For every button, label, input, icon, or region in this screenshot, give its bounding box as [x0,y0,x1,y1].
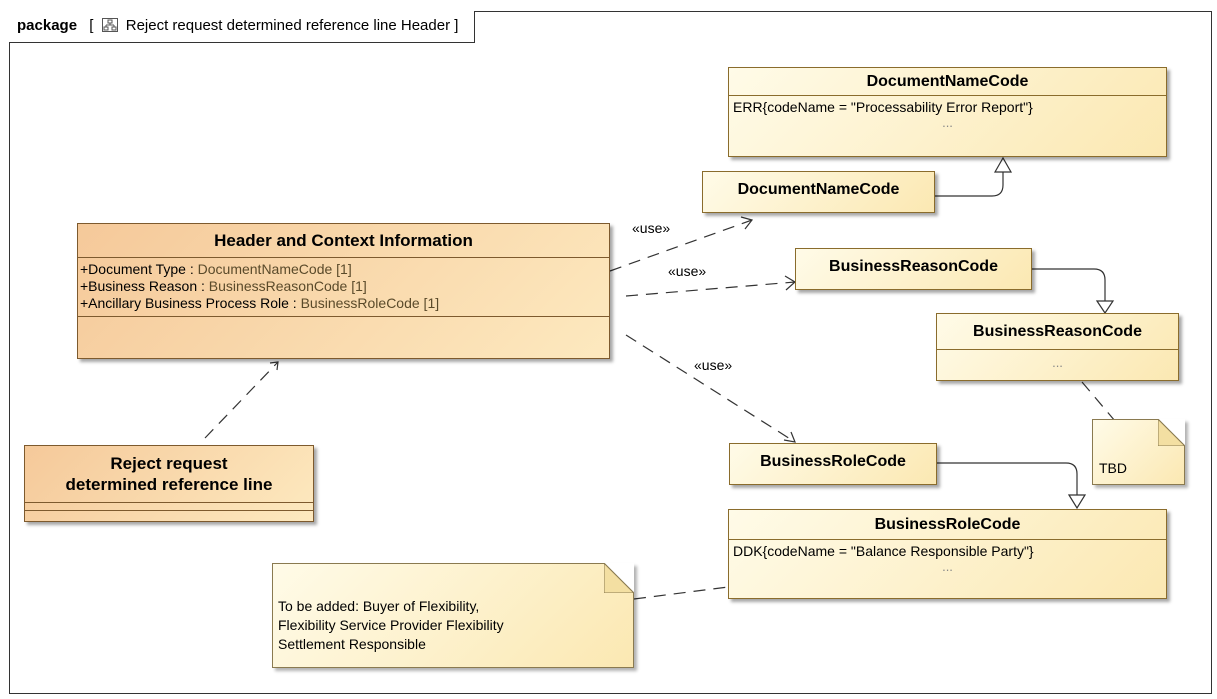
generalization-triangle-docname [993,156,1013,173]
reject-arrowhead [269,361,279,371]
enum-literal: DDK{codeName = "Balance Responsible Part… [733,543,1034,559]
class-name: BusinessReasonCode [973,323,1142,340]
document-name-code-class[interactable]: DocumentNameCode [702,171,935,213]
open-bracket: [ [89,17,94,34]
business-reason-code-enumeration[interactable]: BusinessReasonCode ... [936,313,1179,381]
enumeration-literals: DDK{codeName = "Balance Responsible Part… [729,539,1166,596]
note-fold-icon [604,563,634,593]
class-name: DocumentNameCode [866,73,1029,90]
enumeration-literals: ... [937,349,1178,388]
reject-request-class[interactable]: Reject request determined reference line [24,445,314,522]
class-name: Reject request determined reference line [25,446,313,495]
class-name: BusinessRoleCode [874,516,1021,533]
class-name-line2: determined reference line [65,475,273,494]
use-label-reason: «use» [668,263,707,279]
use-arrowhead-role [783,431,796,443]
note-fold-icon [1158,419,1185,446]
enumeration-literals: ERR{codeName = "Processability Error Rep… [729,95,1166,154]
header-context-information-class[interactable]: Header and Context Information +Document… [77,223,610,359]
enum-literal: ERR{codeName = "Processability Error Rep… [733,99,1033,115]
note-anchor-to-be-added [633,586,729,600]
package-keyword: package [17,17,78,34]
close-bracket: ] [454,17,459,34]
class-name: Header and Context Information [214,231,473,250]
note-line2: Flexibility Service Provider Flexibility [278,617,504,633]
business-role-code-enumeration[interactable]: BusinessRoleCode DDK{codeName = "Balance… [728,509,1167,599]
ellipsis: ... [1052,355,1063,370]
business-reason-code-class[interactable]: BusinessReasonCode [795,248,1032,290]
to-be-added-note[interactable]: To be added: Buyer of Flexibility, Flexi… [272,563,634,668]
attribute-document-type[interactable]: +Document Type : DocumentNameCode [1] [80,261,352,277]
generalization-role [937,462,1078,495]
attribute-compartment [25,502,313,510]
attribute-ancillary-business-process-role[interactable]: +Ancillary Business Process Role : Busin… [80,295,440,311]
package-tab: package [ Reject request determined refe… [9,11,476,43]
note-anchor-tbd [1081,381,1116,422]
class-name: DocumentNameCode [737,181,900,198]
ellipsis: ... [942,115,953,130]
use-arrowhead-doctype [740,216,754,230]
business-role-code-class[interactable]: BusinessRoleCode [729,443,937,485]
use-label-doctype: «use» [632,220,671,236]
document-name-code-enumeration[interactable]: DocumentNameCode ERR{codeName = "Process… [728,67,1167,157]
class-name: BusinessReasonCode [829,258,998,275]
attribute-compartment: +Document Type : DocumentNameCode [1] +B… [78,257,609,316]
use-dependency-doctype [609,219,753,272]
attribute-business-reason[interactable]: +Business Reason : BusinessReasonCode [1… [80,278,367,294]
use-dependency-reason [625,281,796,297]
generalization-docname [935,172,1004,197]
generalization-triangle-role [1067,494,1087,510]
class-name: BusinessRoleCode [760,453,906,470]
package-title: Reject request determined reference line… [125,17,451,34]
reject-to-header-dependency [204,361,279,439]
diagram-icon [101,18,118,32]
use-dependency-role [625,334,796,443]
operation-compartment [78,316,609,329]
ellipsis: ... [942,559,953,574]
note-text: To be added: Buyer of Flexibility, Flexi… [278,597,504,654]
note-line1: To be added: Buyer of Flexibility, [278,598,480,614]
tbd-note[interactable]: TBD [1092,419,1185,485]
operation-compartment [25,510,313,522]
class-name-line1: Reject request [110,454,228,473]
generalization-reason [1032,268,1106,301]
note-text: TBD [1099,460,1127,476]
generalization-triangle-reason [1095,300,1115,315]
use-label-role: «use» [694,357,733,373]
note-line3: Settlement Responsible [278,636,426,652]
